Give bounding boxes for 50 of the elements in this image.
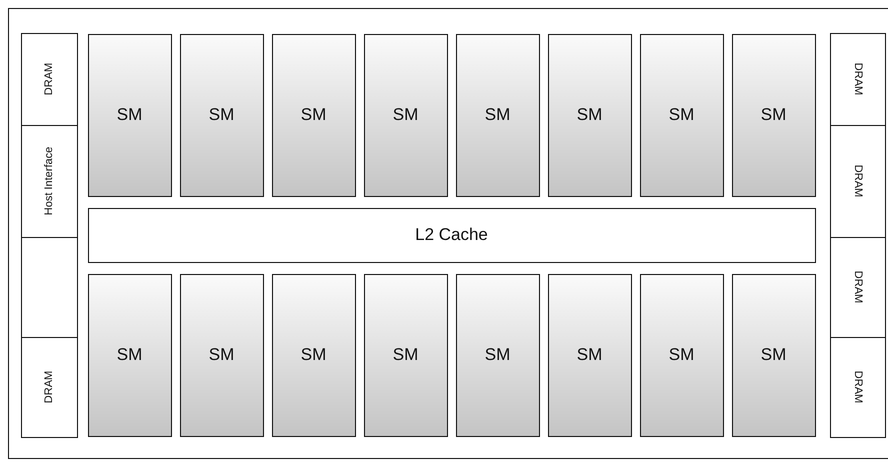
unit-label: L2 Cache [415, 225, 488, 245]
unit-label: SM [116, 345, 142, 365]
chip-outline [8, 8, 888, 459]
unit-label: DRAM [852, 62, 864, 96]
cache-bar [88, 208, 816, 262]
multiprocessor-box [364, 274, 448, 436]
unit-label: SM [760, 345, 786, 365]
unit-label: DRAM [852, 370, 864, 404]
unit-label: SM [300, 345, 326, 365]
unit-box [20, 236, 78, 338]
unit-label: DRAM [43, 62, 55, 96]
unit-label: SM [208, 345, 234, 365]
multiprocessor-box [640, 34, 724, 196]
multiprocessor-box [180, 34, 264, 196]
multiprocessor-box [88, 34, 172, 196]
multiprocessor-box [272, 34, 356, 196]
unit-label: SM [576, 345, 602, 365]
unit-label: DRAM [43, 370, 55, 404]
unit-label: SM [760, 105, 786, 125]
unit-box [20, 124, 78, 238]
unit-label: SM [484, 105, 510, 125]
multiprocessor-box [364, 34, 448, 196]
multiprocessor-box [456, 274, 540, 436]
multiprocessor-box [272, 274, 356, 436]
unit-label: SM [300, 105, 326, 125]
unit-label: SM [208, 105, 234, 125]
memory-box [830, 236, 886, 338]
memory-box [830, 124, 886, 238]
multiprocessor-box [640, 274, 724, 436]
unit-box [20, 32, 78, 126]
multiprocessor-box [88, 274, 172, 436]
multiprocessor-box [548, 34, 632, 196]
unit-box [20, 336, 78, 438]
memory-box [830, 336, 886, 438]
memory-box [830, 32, 886, 126]
unit-label: DRAM [852, 270, 864, 304]
multiprocessor-box [456, 34, 540, 196]
multiprocessor-box [732, 274, 816, 436]
unit-label: SM [576, 105, 602, 125]
unit-label: DRAM [852, 164, 864, 198]
unit-label: SM [392, 345, 418, 365]
multiprocessor-box [180, 274, 264, 436]
unit-label: SM [484, 345, 510, 365]
unit-label: SM [668, 105, 694, 125]
unit-label: SM [392, 105, 418, 125]
unit-label: SM [668, 345, 694, 365]
multiprocessor-box [548, 274, 632, 436]
unit-label: Host Interface [43, 146, 55, 216]
unit-label: SM [116, 105, 142, 125]
multiprocessor-box [732, 34, 816, 196]
